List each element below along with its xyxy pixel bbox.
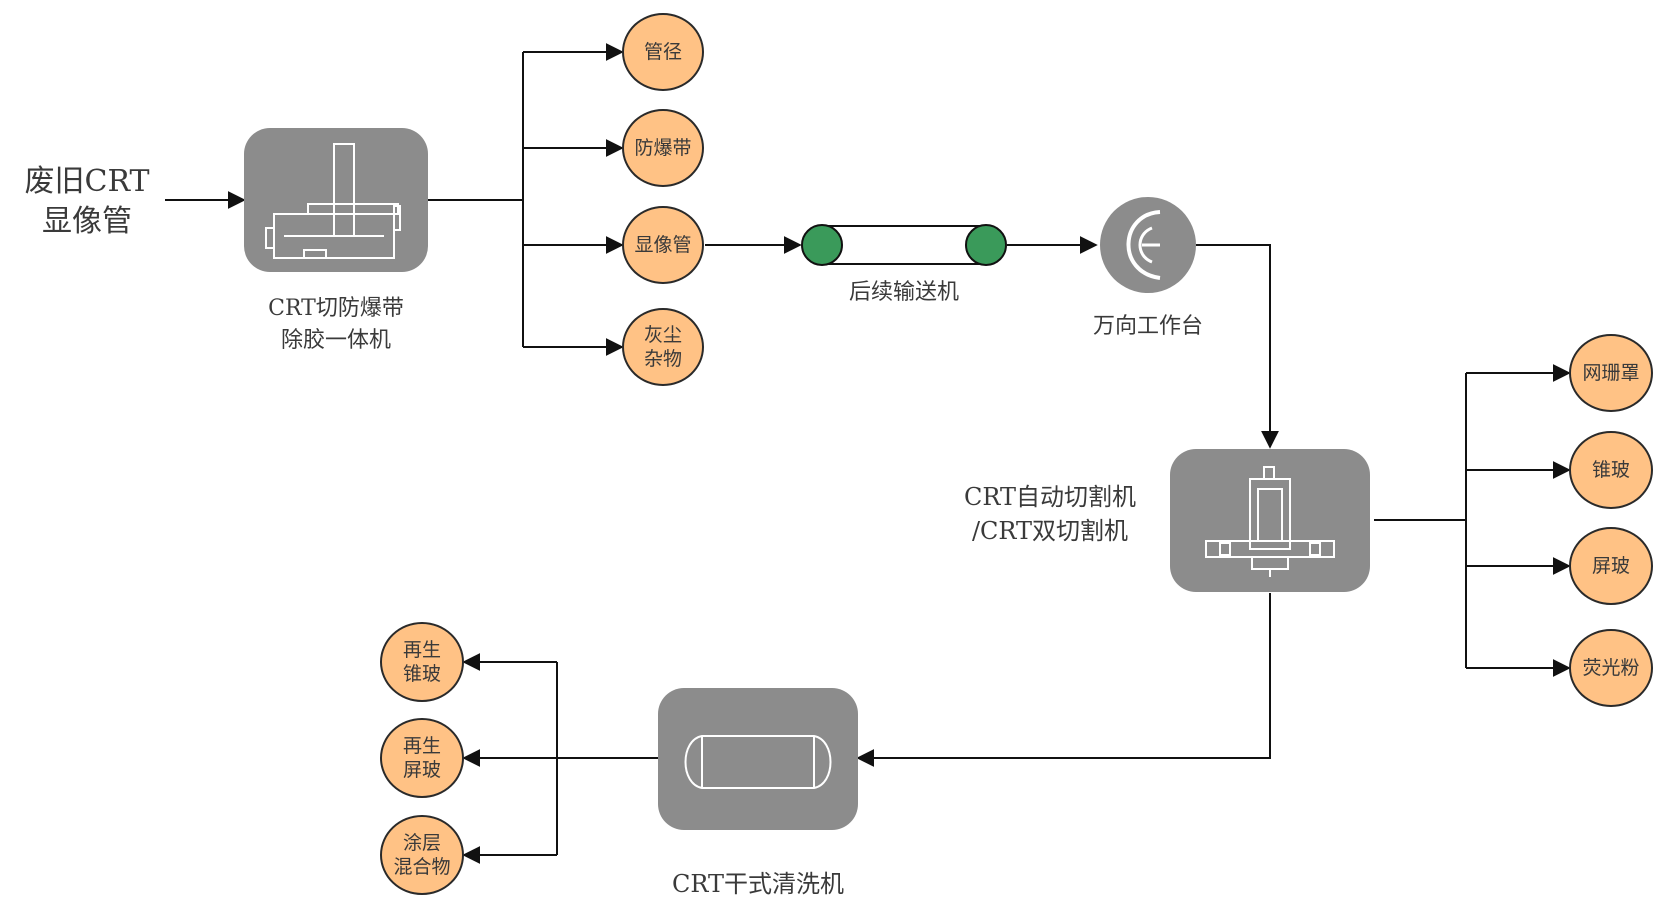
universal-table-icon [1100, 197, 1196, 293]
input-label-line2: 显像管 [42, 204, 132, 239]
output-tuceng-hunhewu: 涂层 混合物 [380, 815, 464, 895]
output-fangbaodai: 防爆带 [622, 109, 704, 187]
conveyor-label: 后续输送机 [848, 280, 959, 305]
output-pingbo: 屏玻 [1569, 527, 1653, 605]
dry-washer-machine [658, 688, 858, 830]
dry-washer-label: CRT干式清洗机 [671, 870, 845, 898]
conveyor-roller-left [801, 224, 843, 266]
output-guanjing-text: 管径 [643, 41, 682, 63]
output-zaisheng-zhuibo-line2: 锥玻 [402, 663, 441, 685]
universal-table-label: 万向工作台 [1092, 314, 1203, 339]
cutter-band-remover-label-line2: 除胶一体机 [280, 328, 391, 353]
output-pingbo-text: 屏玻 [1591, 555, 1630, 577]
auto-cutter-icon [1205, 466, 1335, 577]
arrow-to-washer [856, 593, 1271, 767]
dry-washer-icon [684, 735, 832, 789]
output-zhuibo: 锥玻 [1569, 431, 1653, 509]
output-wangshanzhao-text: 网珊罩 [1582, 362, 1640, 384]
output-tuceng-line1: 涂层 [402, 832, 441, 854]
auto-cutter-machine [1170, 449, 1370, 592]
output-zaisheng-pingbo-line2: 屏玻 [402, 759, 441, 781]
output-huichen-line1: 灰尘 [643, 324, 682, 346]
conveyor-icon [801, 224, 1007, 266]
output-yingguangfen-text: 荧光粉 [1582, 657, 1640, 679]
output-yingguangfen: 荧光粉 [1569, 629, 1653, 707]
input-label-line1: 废旧CRT [24, 164, 150, 199]
output-xianxiangguan-text: 显像管 [634, 234, 692, 256]
cutter-band-remover-label: CRT切防爆带 除胶一体机 [236, 293, 436, 357]
output-zaisheng-zhuibo: 再生 锥玻 [380, 622, 464, 702]
output-xianxiangguan: 显像管 [622, 206, 704, 284]
output-fangbaodai-text: 防爆带 [634, 137, 692, 159]
arrow-to-auto-cutter [1196, 244, 1279, 449]
output-zaisheng-pingbo: 再生 屏玻 [380, 718, 464, 798]
cutter-band-remover-label-line1: CRT切防爆带 [268, 296, 404, 321]
conveyor-roller-right [965, 224, 1007, 266]
output-tuceng-line2: 混合物 [393, 856, 451, 878]
auto-cutter-label-line2: /CRT双切割机 [971, 517, 1129, 545]
cutter-band-remover-machine [244, 128, 428, 272]
input-label: 废旧CRT 显像管 [12, 162, 162, 242]
output-zaisheng-pingbo-line1: 再生 [402, 735, 441, 757]
output-zhuibo-text: 锥玻 [1591, 459, 1630, 481]
output-huichen-zawu: 灰尘 杂物 [622, 308, 704, 386]
output-guanjing: 管径 [622, 13, 704, 91]
auto-cutter-label: CRT自动切割机 /CRT双切割机 [930, 480, 1170, 548]
cutter-band-remover-icon [265, 143, 401, 259]
auto-cutter-label-line1: CRT自动切割机 [963, 483, 1137, 511]
output-wangshanzhao: 网珊罩 [1569, 334, 1653, 412]
output-zaisheng-zhuibo-line1: 再生 [402, 639, 441, 661]
output-huichen-line2: 杂物 [643, 348, 682, 370]
